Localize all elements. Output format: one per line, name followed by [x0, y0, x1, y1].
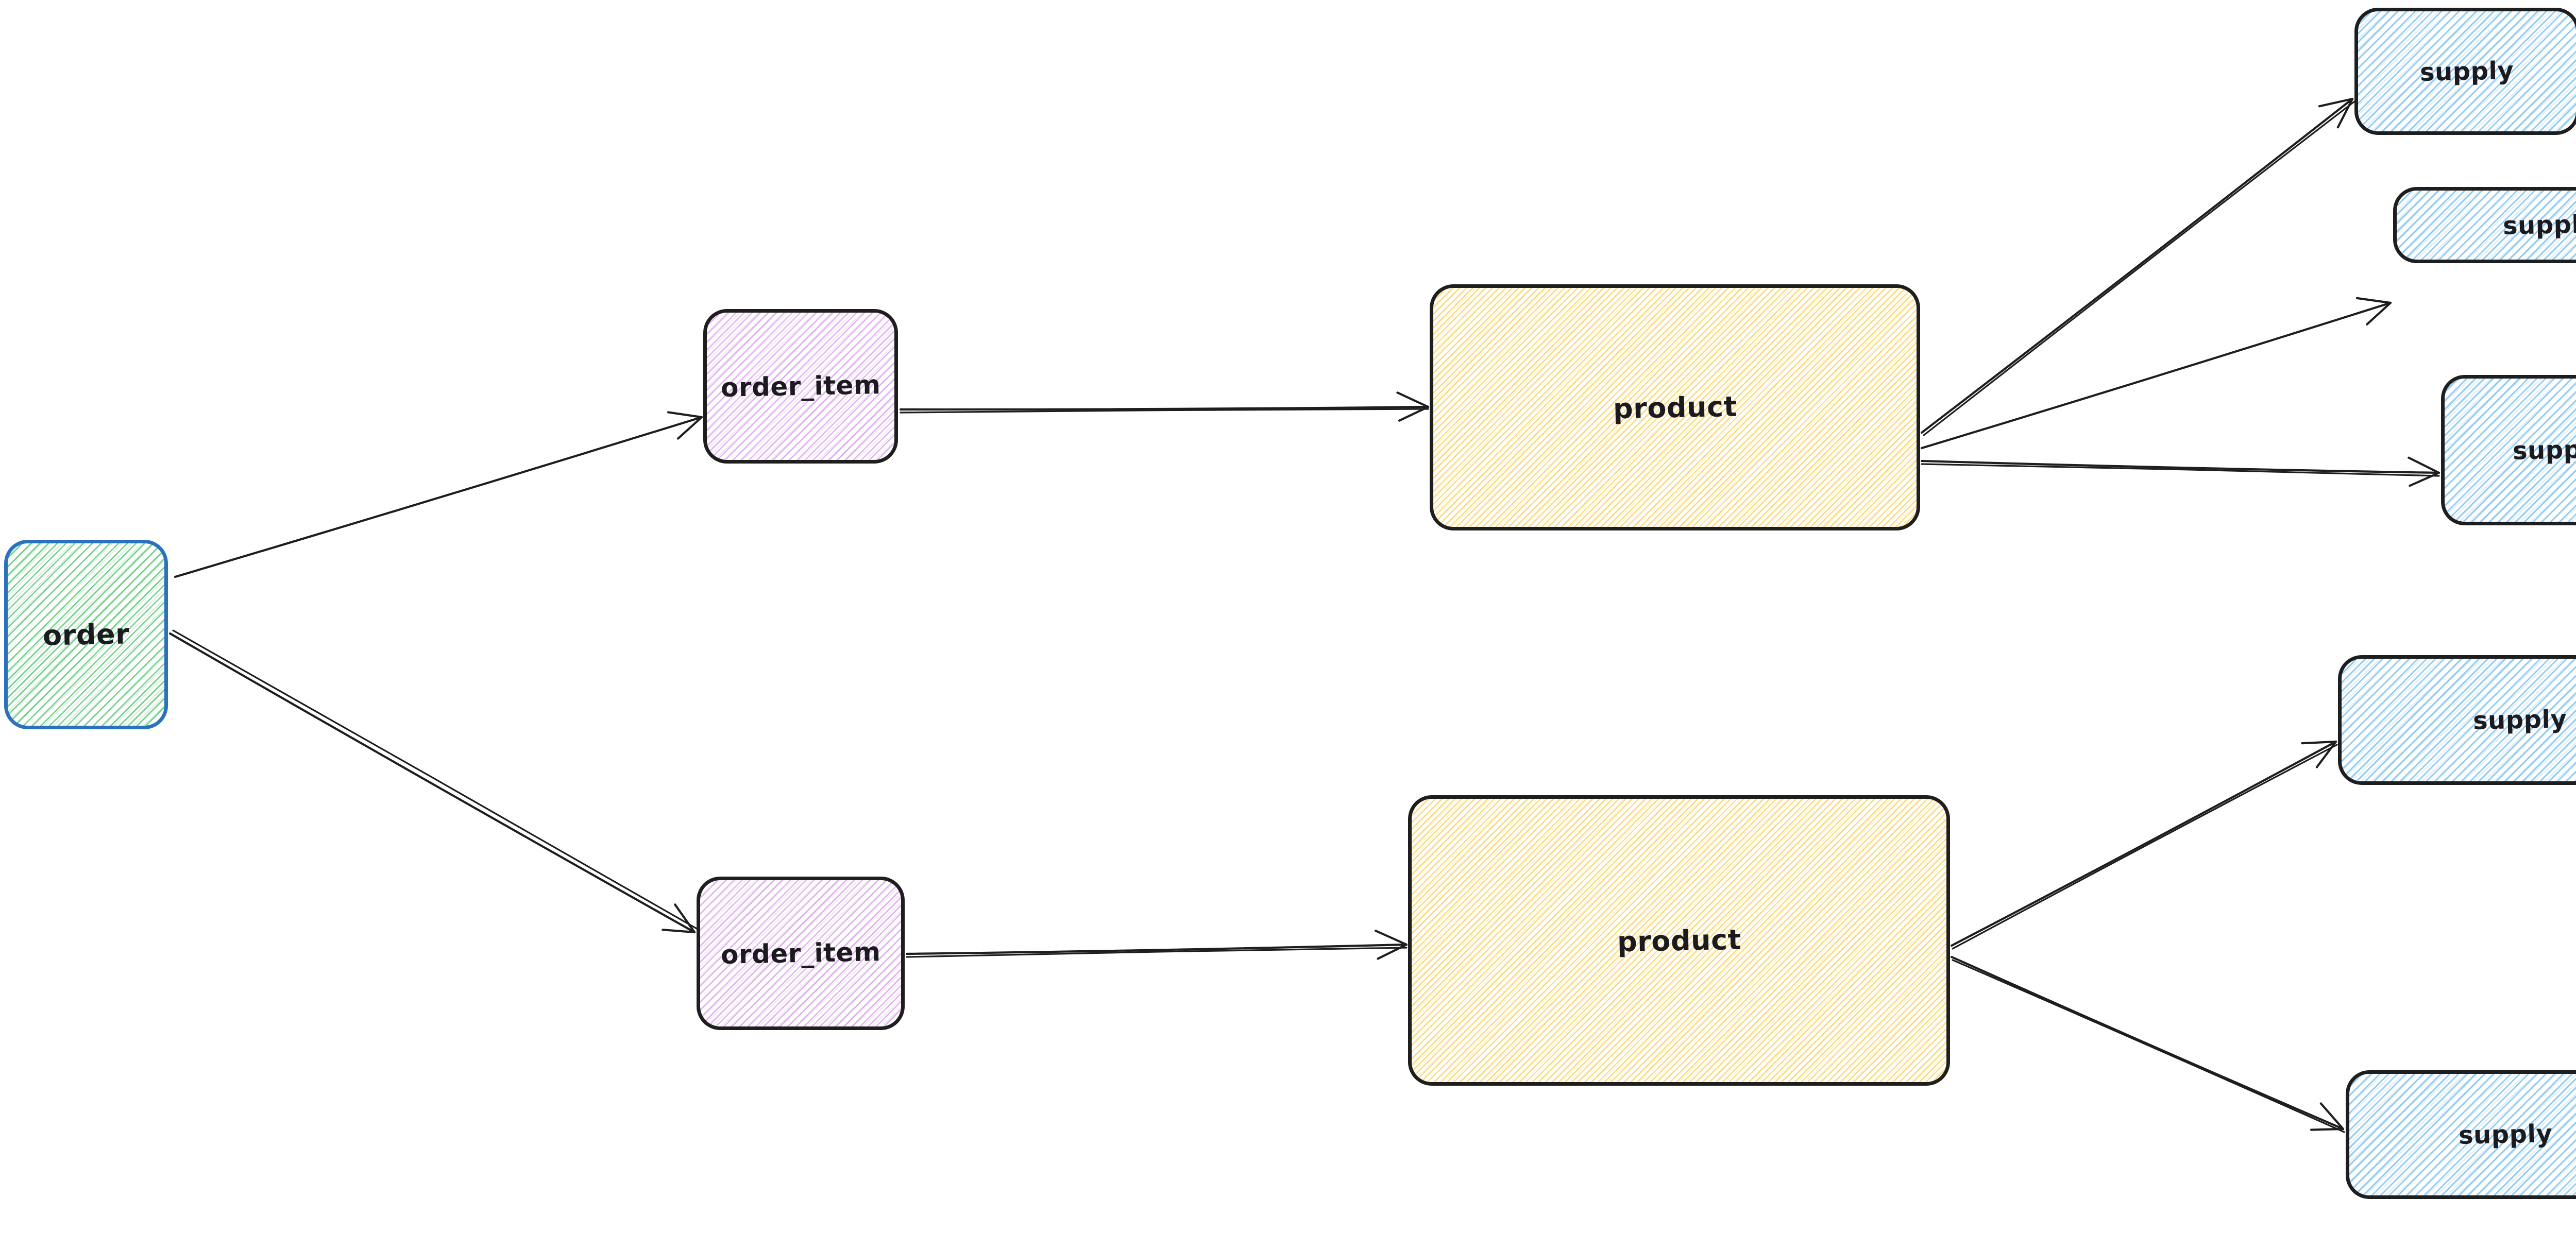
- edge-stroke: [1920, 459, 2441, 474]
- edge-product-1-to-supply-1[interactable]: [1920, 97, 2355, 436]
- edge-product-2-to-supply-4[interactable]: [1950, 740, 2338, 950]
- node-supply_1[interactable]: supply: [2354, 8, 2576, 135]
- node-fill-hatch: [2342, 659, 2576, 781]
- node-fill-hatch: [1412, 799, 1946, 1082]
- edge-stroke: [906, 947, 1408, 958]
- edge-stroke: [172, 629, 699, 930]
- node-label: order: [42, 617, 130, 652]
- node-supply_3[interactable]: supply: [2441, 375, 2576, 525]
- edge-stroke: [1921, 463, 2440, 477]
- node-supply_4[interactable]: supply: [2338, 655, 2576, 785]
- edge-product-1-to-supply-3[interactable]: [1920, 456, 2441, 487]
- edge-stroke: [1396, 391, 1430, 408]
- node-fill-hatch-secondary: [8, 543, 164, 726]
- edge-stroke: [900, 408, 1429, 414]
- edge-stroke: [1377, 943, 1408, 960]
- edge-order-item-1-to-product-1[interactable]: [899, 391, 1430, 422]
- node-fill-hatch-secondary: [700, 880, 901, 1026]
- edge-stroke: [168, 632, 696, 934]
- node-product_1[interactable]: product: [1430, 284, 1920, 530]
- node-label: supply: [2472, 705, 2568, 735]
- edge-stroke: [2315, 740, 2337, 768]
- node-fill-hatch-secondary: [2397, 191, 2576, 260]
- edge-stroke: [2409, 471, 2441, 487]
- edge-stroke: [1920, 97, 2354, 434]
- edge-stroke: [676, 416, 703, 440]
- node-label: supply: [2458, 1119, 2553, 1150]
- edge-order-item-2-to-product-2[interactable]: [905, 930, 1408, 960]
- node-fill-hatch-secondary: [2349, 1074, 2576, 1195]
- edge-stroke: [1923, 100, 2355, 436]
- node-supply_2[interactable]: supply: [2393, 187, 2576, 263]
- node-fill-hatch-secondary: [2342, 659, 2576, 781]
- node-label: supply: [2419, 56, 2515, 87]
- edge-stroke: [1398, 405, 1430, 422]
- node-order[interactable]: order: [4, 540, 168, 729]
- edge-stroke: [1952, 959, 2345, 1133]
- node-fill-hatch: [1433, 288, 1917, 527]
- edge-stroke: [2310, 1127, 2345, 1131]
- edge-stroke: [2301, 740, 2337, 745]
- node-label: order_item: [720, 937, 881, 970]
- edge-stroke: [667, 411, 703, 419]
- node-label: supply: [2512, 435, 2576, 466]
- node-label: supply: [2502, 210, 2576, 241]
- edge-stroke: [2336, 97, 2354, 129]
- edge-stroke: [905, 943, 1408, 955]
- edge-stroke: [174, 416, 703, 578]
- edge-stroke: [2408, 456, 2441, 474]
- node-order_item_2[interactable]: order_item: [697, 877, 905, 1030]
- edge-stroke: [2366, 301, 2392, 326]
- node-fill-hatch: [707, 313, 894, 460]
- node-fill-hatch: [2349, 1074, 2576, 1195]
- node-label: product: [1617, 923, 1741, 958]
- edge-stroke: [1374, 930, 1408, 946]
- edge-product-2-to-supply-5[interactable]: [1950, 955, 2345, 1133]
- edge-stroke: [662, 929, 696, 934]
- node-fill-hatch: [700, 880, 901, 1026]
- node-supply_5[interactable]: supply: [2346, 1070, 2576, 1199]
- edge-stroke: [1952, 744, 2338, 950]
- node-product_2[interactable]: product: [1408, 795, 1950, 1086]
- edge-stroke: [2355, 297, 2392, 304]
- node-fill-hatch-secondary: [2358, 11, 2576, 131]
- node-fill-hatch: [2445, 379, 2576, 522]
- edge-stroke: [674, 903, 696, 934]
- edge-order-to-order-item-1[interactable]: [174, 411, 703, 578]
- node-fill-hatch-secondary: [707, 313, 894, 460]
- node-fill-hatch-secondary: [1412, 799, 1946, 1082]
- edge-stroke: [2319, 1102, 2345, 1131]
- edge-stroke: [2318, 97, 2354, 108]
- edge-stroke: [1920, 301, 2392, 450]
- node-fill-hatch: [8, 543, 164, 726]
- edge-stroke: [899, 405, 1430, 411]
- edge-product-1-to-supply-2[interactable]: [1920, 297, 2392, 450]
- node-label: order_item: [720, 370, 881, 403]
- edge-order-to-order-item-2[interactable]: [168, 629, 699, 934]
- node-fill-hatch: [2358, 11, 2576, 131]
- node-fill-hatch-secondary: [2445, 379, 2576, 522]
- node-label: product: [1613, 390, 1737, 425]
- node-fill-hatch-secondary: [1433, 288, 1917, 527]
- edge-stroke: [1950, 740, 2337, 947]
- node-fill-hatch: [2397, 191, 2576, 260]
- edge-stroke: [1950, 955, 2345, 1131]
- node-order_item_1[interactable]: order_item: [703, 309, 898, 464]
